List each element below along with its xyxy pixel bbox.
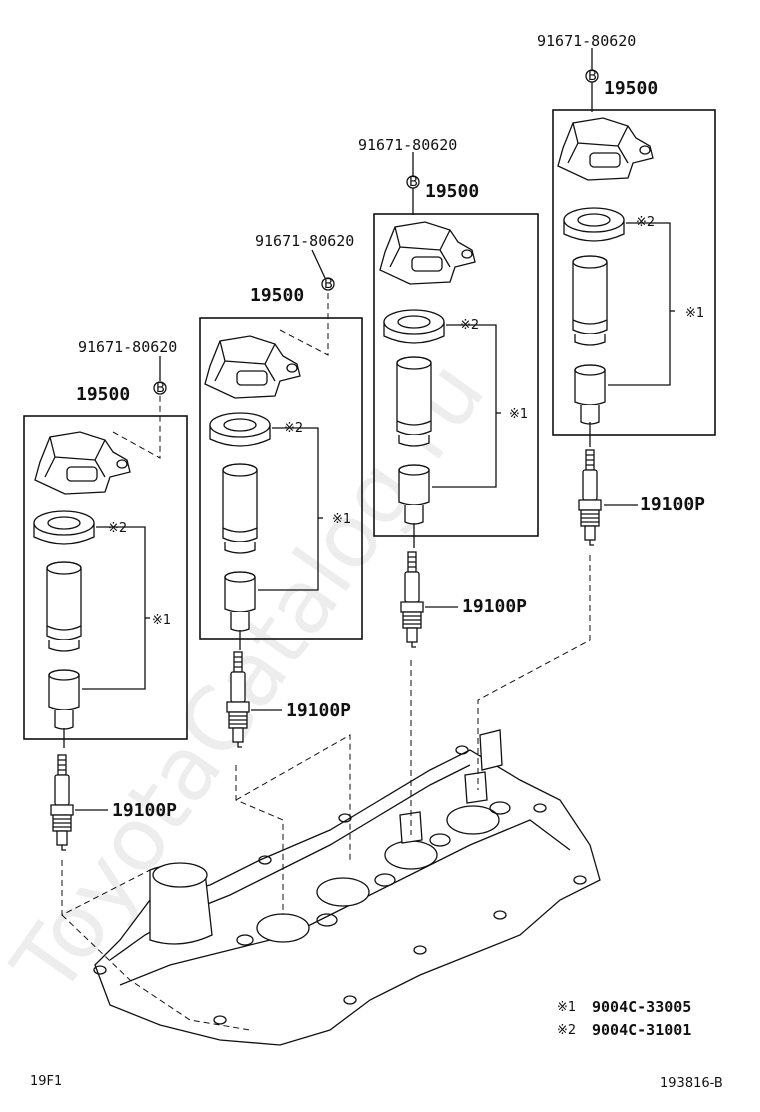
diagram-id: 193816-B (660, 1076, 723, 1091)
legend-marker-2: ※2 (557, 1023, 576, 1038)
bolt-marker-4: B (588, 69, 597, 84)
bolt-part-number-4: 91671-80620 (537, 32, 636, 50)
coil-assembly-2: B 91671-80620 19500 ※2 ※1 19100P (199, 232, 363, 748)
coil-assembly-3: B 91671-80620 19500 ※2 ※1 19100P (358, 136, 539, 648)
bolt-marker-2: B (324, 277, 333, 292)
coil-box-4 (552, 109, 716, 436)
legend: ※1 9004C-33005 ※2 9004C-31001 (557, 998, 691, 1039)
coil-assembly-1: B 91671-80620 19500 ※2 ※1 19100P (23, 338, 188, 851)
plug-part-number-1: 19100P (112, 800, 177, 821)
plug-part-number-3: 19100P (462, 596, 527, 617)
coil-box-3 (373, 213, 539, 537)
coil-assembly-4: B 91671-80620 19500 ※2 ※1 19100P (537, 32, 716, 546)
note-2-marker-4: ※2 (636, 215, 655, 230)
installation-leaders (61, 555, 591, 1031)
bolt-part-number-1: 91671-80620 (78, 338, 177, 356)
figure-code: 19F1 (30, 1074, 62, 1089)
note-1-marker-1: ※1 (152, 613, 171, 628)
coil-part-number-1: 19500 (76, 384, 130, 405)
note-2-marker-2: ※2 (284, 421, 303, 436)
plug-part-number-4: 19100P (640, 494, 705, 515)
note-1-marker-4: ※1 (685, 306, 704, 321)
coil-box-2 (199, 317, 363, 640)
cylinder-head-cover (93, 729, 601, 1046)
legend-part-2: 9004C-31001 (592, 1021, 691, 1039)
coil-part-number-3: 19500 (425, 181, 479, 202)
bolt-marker-3: B (409, 175, 418, 190)
coil-part-number-4: 19500 (604, 78, 658, 99)
bolt-marker-1: B (156, 381, 165, 396)
bolt-part-number-3: 91671-80620 (358, 136, 457, 154)
note-1-marker-2: ※1 (332, 512, 351, 527)
legend-marker-1: ※1 (557, 1000, 576, 1015)
coil-box-1 (23, 415, 188, 740)
note-2-marker-3: ※2 (460, 318, 479, 333)
bolt-part-number-2: 91671-80620 (255, 232, 354, 250)
note-2-marker-1: ※2 (108, 521, 127, 536)
legend-part-1: 9004C-33005 (592, 998, 691, 1016)
plug-part-number-2: 19100P (286, 700, 351, 721)
coil-part-number-2: 19500 (250, 285, 304, 306)
note-1-marker-3: ※1 (509, 407, 528, 422)
